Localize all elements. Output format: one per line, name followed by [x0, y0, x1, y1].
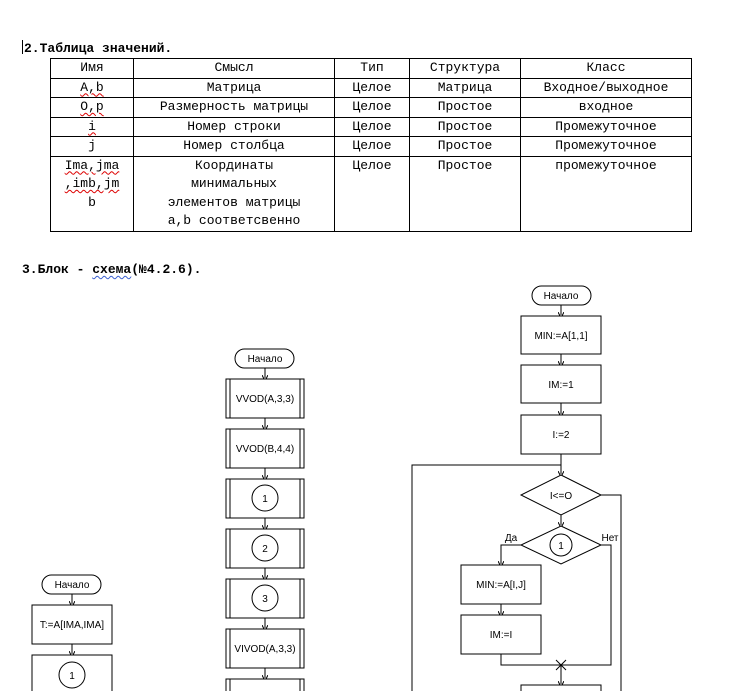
- left-assign-label: T:=A[IMA,IMA]: [40, 620, 104, 631]
- i-assign-label: I:=2: [553, 430, 570, 441]
- connector-circle-3: [251, 584, 279, 612]
- vvod-b-label: VVOD(B,4,4): [236, 444, 294, 455]
- flowchart-right: [411, 285, 622, 691]
- no-branch-line: [561, 544, 612, 666]
- connector-circle-1: [251, 484, 279, 512]
- cell-class: входное: [520, 97, 692, 118]
- cell-structure: Матрица: [409, 77, 521, 98]
- flowchart-left: [31, 574, 113, 691]
- section-3-title: 3.Блок - схема(№4.2.6).: [22, 262, 202, 277]
- im-assign-block: [520, 364, 602, 404]
- vvod-b-block: [225, 428, 305, 469]
- vivod-a-label: VIVOD(A,3,3): [234, 644, 295, 655]
- connector-circle-2: [251, 534, 279, 562]
- im-i-label: IM:=I: [490, 630, 513, 641]
- cell-name: Ima,jma ,imb,jm b: [50, 155, 134, 232]
- cell-meaning: Размерность матрицы: [133, 97, 335, 118]
- cell-structure: Простое: [409, 97, 521, 118]
- left-start-label: Начало: [55, 580, 90, 591]
- cell-structure: Простое: [409, 136, 521, 157]
- table-row: j Номер столбца Целое Простое Промежуточ…: [50, 136, 692, 157]
- table-row: Ima,jma ,imb,jm b Координаты минимальных…: [50, 155, 692, 232]
- left-connector-label: 1: [69, 671, 75, 682]
- inner-connector-label: 1: [558, 541, 564, 552]
- connector-3-label: 3: [262, 594, 268, 605]
- next-block: [520, 684, 602, 691]
- cell-structure: Простое: [409, 116, 521, 137]
- loop-exit-line: [411, 464, 561, 691]
- no-label: Нет: [601, 533, 618, 544]
- min-assign-label: MIN:=A[1,1]: [534, 331, 587, 342]
- table-row: A,b Матрица Целое Матрица Входное/выходн…: [50, 77, 692, 98]
- inner-connector-circle: [549, 533, 573, 557]
- condition-label: I<=O: [550, 491, 572, 502]
- cell-name: O,p: [50, 97, 134, 118]
- im-i-block: [460, 614, 542, 655]
- cell-structure: Простое: [409, 155, 521, 232]
- min-aij-label: MIN:=A[I,J]: [476, 580, 526, 591]
- loop-no-line: [601, 494, 622, 691]
- text-cursor: [22, 40, 23, 54]
- vivod-a-block: [225, 628, 305, 669]
- cell-class: Промежуточное: [520, 136, 692, 157]
- vvod-a-block: [225, 378, 305, 419]
- yes-branch-line: [501, 544, 521, 564]
- cell-meaning: Номер столбца: [133, 136, 335, 157]
- right-start-label: Начало: [544, 291, 579, 302]
- left-connector-circle: [58, 661, 86, 689]
- middle-start-label: Начало: [248, 354, 283, 365]
- min-assign-block: [520, 315, 602, 355]
- cell-type: Целое: [334, 77, 410, 98]
- table-row: O,p Размерность матрицы Целое Простое вх…: [50, 97, 692, 118]
- section-2-title: 2.Таблица значений.: [22, 40, 173, 56]
- header-structure: Структура: [409, 58, 521, 79]
- flowchart-middle: [225, 348, 305, 691]
- cell-type: Целое: [334, 155, 410, 232]
- merge-line: [500, 654, 561, 666]
- connector-1-label: 1: [262, 494, 268, 505]
- next-block: [225, 678, 305, 691]
- vvod-a-label: VVOD(A,3,3): [236, 394, 294, 405]
- im-assign-label: IM:=1: [548, 380, 574, 391]
- cell-name: A,b: [50, 77, 134, 98]
- connector-2-label: 2: [262, 544, 268, 555]
- yes-label: Да: [505, 533, 518, 544]
- cell-class: промежуточное: [520, 155, 692, 232]
- cell-meaning: Координаты минимальных элементов матрицы…: [133, 155, 335, 232]
- values-table: Имя Смысл Тип Структура Класс A,b Матриц…: [50, 58, 692, 232]
